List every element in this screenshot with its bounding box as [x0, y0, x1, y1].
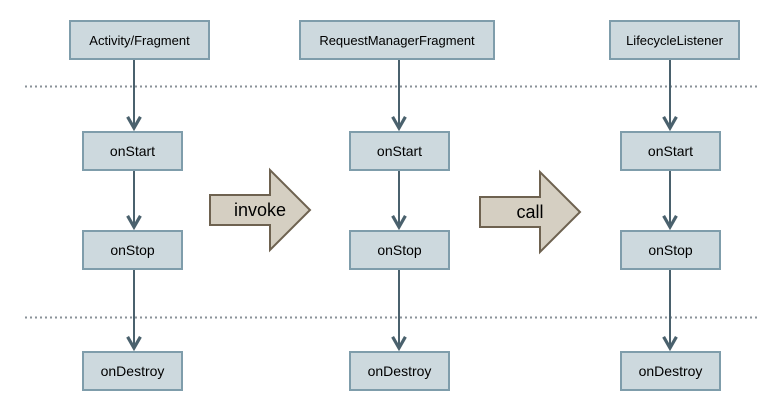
state-box-listener-onstop: onStop	[620, 230, 721, 270]
state-box-activity-onstart: onStart	[82, 131, 183, 171]
header-box-lifecycle-listener: LifecycleListener	[609, 20, 740, 60]
state-box-activity-ondestroy: onDestroy	[82, 351, 183, 391]
state-box-rmf-onstop: onStop	[349, 230, 450, 270]
state-box-rmf-onstart: onStart	[349, 131, 450, 171]
state-box-rmf-ondestroy: onDestroy	[349, 351, 450, 391]
invoke-block-arrow	[209, 167, 312, 253]
state-box-activity-onstop: onStop	[82, 230, 183, 270]
header-box-activity-fragment: Activity/Fragment	[69, 20, 210, 60]
header-box-request-manager-fragment: RequestManagerFragment	[299, 20, 495, 60]
state-box-listener-onstart: onStart	[620, 131, 721, 171]
call-block-arrow	[479, 169, 582, 255]
state-box-listener-ondestroy: onDestroy	[620, 351, 721, 391]
